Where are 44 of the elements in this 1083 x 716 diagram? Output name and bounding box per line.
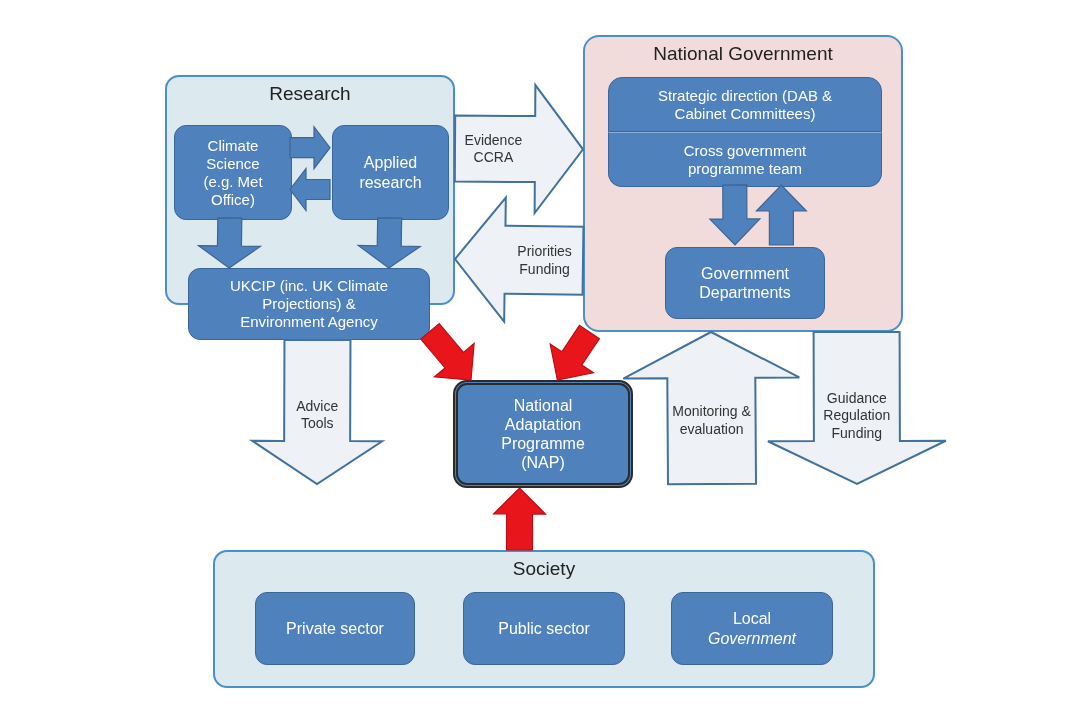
box-label: Climate Science (e.g. Met Office) <box>202 136 264 209</box>
programme-box <box>453 380 633 488</box>
block-arrow <box>289 166 331 213</box>
box-label: Applied research <box>358 153 423 192</box>
process-box <box>255 592 415 665</box>
block-arrow <box>549 324 601 381</box>
edge-label: Evidence CCRA <box>463 131 524 167</box>
box-label: Local Government <box>708 609 797 648</box>
group-title: Society <box>511 557 577 581</box>
process-box <box>608 132 882 187</box>
block-arrow <box>196 217 263 269</box>
edge-label: Monitoring & evaluation <box>671 402 752 438</box>
process-box <box>174 125 292 220</box>
block-arrow <box>754 184 808 246</box>
block-arrow <box>492 487 547 551</box>
box-label: UKCIP (inc. UK Climate Projections) & Environment Agency <box>228 277 390 331</box>
block-arrow <box>453 82 585 217</box>
process-box <box>332 125 449 220</box>
block-arrow <box>622 330 801 486</box>
process-box <box>665 247 825 319</box>
box-label: Private sector <box>286 618 384 639</box>
block-arrow <box>356 217 423 269</box>
box-label: Cross government programme team <box>682 141 808 178</box>
group-panel <box>213 550 875 688</box>
block-arrow <box>248 338 386 486</box>
block-arrow <box>708 184 762 246</box>
group-panel <box>583 35 903 332</box>
process-box <box>608 77 882 132</box>
block-arrow <box>289 124 331 171</box>
group-title: Research <box>268 82 352 106</box>
process-box <box>188 268 430 340</box>
process-box <box>463 592 625 665</box>
box-label: Government Departments <box>698 263 792 303</box>
edge-label: Priorities Funding <box>516 242 573 278</box>
box-label: Strategic direction (DAB & Cabinet Committees) <box>656 86 834 123</box>
edge-label: Advice Tools <box>295 397 340 433</box>
process-box <box>671 592 833 665</box>
edge-label: Guidance Regulation Funding <box>822 389 892 442</box>
block-arrow <box>420 322 475 381</box>
box-label: Public sector <box>498 618 590 639</box>
group-title: National Government <box>652 42 834 66</box>
block-arrow <box>766 330 947 486</box>
block-arrow <box>453 194 585 325</box>
box-label: National Adaptation Programme (NAP) <box>500 395 586 473</box>
